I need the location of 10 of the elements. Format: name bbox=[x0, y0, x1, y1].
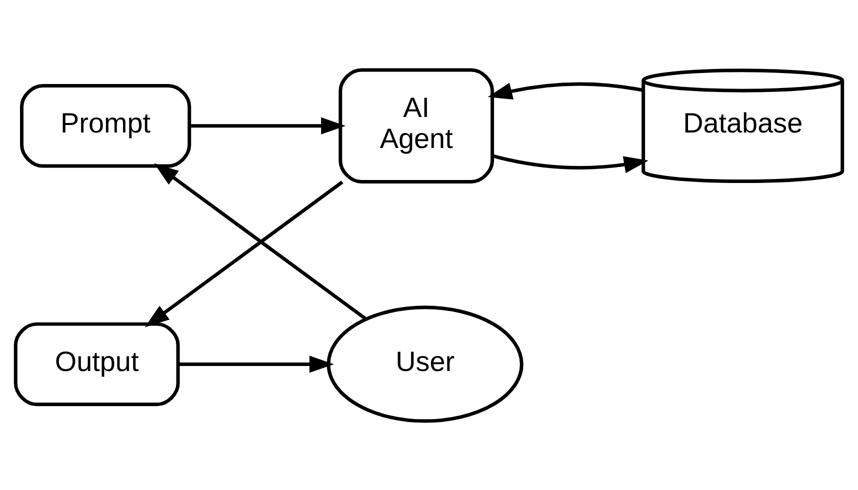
node-box: Output bbox=[14, 322, 180, 406]
arrow bbox=[154, 162, 368, 320]
arrow bbox=[190, 116, 346, 134]
node-box: AI Agent bbox=[338, 68, 494, 183]
arrow bbox=[178, 355, 334, 372]
arrow bbox=[488, 82, 644, 99]
arrow bbox=[144, 180, 344, 327]
node-box: Prompt bbox=[20, 83, 192, 168]
node-ellipse: User bbox=[326, 305, 524, 422]
arrow bbox=[492, 154, 648, 173]
